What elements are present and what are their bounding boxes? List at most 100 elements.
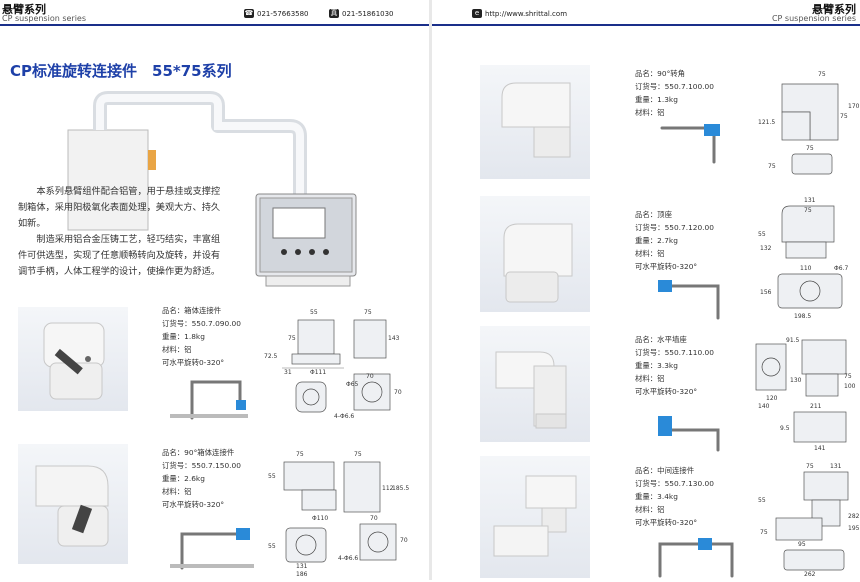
product-material: 材料：铝 — [162, 345, 192, 354]
product-photo-horizontal-wall-mount — [480, 326, 590, 442]
dim-label: 75 — [806, 145, 814, 152]
dim-label: 140 — [758, 403, 770, 410]
product-weight: 重量：3.4kg — [635, 492, 678, 501]
dim-label: 55 — [758, 231, 766, 238]
header-subtitle: CP suspension series — [771, 14, 856, 23]
fax-contact: 真 021-51861030 — [329, 9, 394, 18]
dim-label: 198.5 — [794, 313, 811, 320]
header-title: 悬臂系列 — [2, 3, 46, 16]
technical-drawing-middle-connector: 131 75 55 282 195 75 95 262 — [754, 458, 860, 578]
globe-icon: e — [472, 9, 482, 18]
website-contact: e http://www.shrittal.com — [472, 9, 567, 18]
dim-label: 95 — [798, 541, 806, 548]
dim-label: 186 — [296, 571, 308, 578]
dim-label: 75 — [354, 451, 362, 458]
dim-label: 100 — [844, 383, 856, 390]
product-order-number: 订货号：550.7.110.00 — [635, 348, 714, 357]
product-material: 材料：铝 — [635, 249, 665, 258]
dim-label: 70 — [366, 373, 374, 380]
dim-label: 75 — [806, 463, 814, 470]
dim-label: 185.5 — [392, 485, 409, 492]
usage-diagram-box-connector — [162, 370, 252, 420]
intro-paragraph-1: 本系列悬臂组件配合铝管，用于悬挂或支撑控制箱体，采用阳极氧化表面处理，美观大方、… — [18, 186, 221, 229]
product-order-number: 订货号：550.7.150.00 — [162, 461, 241, 470]
product-rotation: 可水平旋转0-320° — [635, 387, 698, 396]
header-rule — [0, 24, 430, 26]
usage-diagram-90-box-connector — [162, 520, 262, 570]
dim-label: 91.5 — [786, 337, 800, 344]
product-weight: 重量：2.7kg — [635, 236, 678, 245]
header-subtitle: CP suspension series — [2, 14, 87, 23]
dim-label: Φ65 — [346, 381, 359, 388]
dim-label: 75 — [804, 207, 812, 214]
product-name: 品名：顶座 — [635, 210, 672, 219]
dim-label: 75 — [288, 335, 296, 342]
header-rule — [432, 24, 860, 26]
product-name: 品名：90°箱体连接件 — [162, 448, 235, 457]
technical-drawing-horizontal-wall-mount: 91.5 120 140 75 100 130 211 141 9.5 — [744, 330, 858, 454]
dim-label: 211 — [810, 403, 822, 410]
dim-label: 195 — [848, 525, 860, 532]
dim-label: 70 — [370, 515, 378, 522]
dim-label: Φ111 — [310, 369, 326, 376]
dim-label: 75 — [768, 163, 776, 170]
page-gutter — [429, 0, 432, 580]
technical-drawing-90-corner: 75 170 121.5 75 75 75 — [754, 64, 860, 184]
dim-label: 75 — [296, 451, 304, 458]
dim-label: Φ110 — [312, 515, 328, 522]
fax-number: 021-51861030 — [342, 9, 394, 18]
hero-product-image — [60, 86, 370, 304]
intro-paragraph-2: 制造采用铝合金压铸工艺，轻巧结实，丰富组件可供选型，实现了任意顺畅转向及旋转，并… — [18, 234, 221, 277]
product-name: 品名：中间连接件 — [635, 466, 695, 475]
phone-number: 021-57663580 — [257, 9, 309, 18]
dim-label: 31 — [284, 369, 292, 376]
dim-label: 75 — [364, 309, 372, 316]
product-name: 品名：水平墙座 — [635, 335, 687, 344]
dim-label: 55 — [268, 473, 276, 480]
page-title: CP标准旋转连接件 55*75系列 — [10, 62, 232, 80]
header-title: 悬臂系列 — [812, 3, 856, 16]
product-name: 品名：箱体连接件 — [162, 306, 222, 315]
product-material: 材料：铝 — [635, 505, 665, 514]
dim-label: 120 — [766, 395, 778, 402]
dim-label: 130 — [790, 377, 802, 384]
dim-label: 110 — [800, 265, 812, 272]
product-photo-box-connector — [18, 307, 128, 411]
dim-label: 143 — [388, 335, 400, 342]
technical-drawing-box-connector: 55 75 143 75 72.5 31 Φ111 Φ65 70 70 4-Φ6… — [262, 306, 424, 420]
product-name: 品名：90°转角 — [635, 69, 686, 78]
product-weight: 重量：3.3kg — [635, 361, 678, 370]
dim-label: 262 — [804, 571, 816, 578]
product-rotation: 可水平旋转0-320° — [635, 518, 698, 527]
left-page: 悬臂系列 CP suspension series ☎ 021-57663580… — [0, 0, 430, 580]
fax-icon: 真 — [329, 9, 339, 18]
usage-diagram-horizontal-wall-mount — [654, 408, 742, 452]
product-rotation: 可水平旋转0-320° — [162, 358, 225, 367]
usage-diagram-top-base — [654, 276, 742, 320]
dim-label: 75 — [818, 71, 826, 78]
product-order-number: 订货号：550.7.130.00 — [635, 479, 714, 488]
product-weight: 重量：1.3kg — [635, 95, 678, 104]
product-photo-90-corner — [480, 65, 590, 179]
dim-label: 156 — [760, 289, 772, 296]
product-spec-middle-connector: 品名：中间连接件 订货号：550.7.130.00 重量：3.4kg 材料：铝 … — [635, 464, 714, 529]
usage-diagram-90-corner — [654, 124, 742, 164]
product-spec-top-base: 品名：顶座 订货号：550.7.120.00 重量：2.7kg 材料：铝 可水平… — [635, 208, 714, 273]
product-order-number: 订货号：550.7.090.00 — [162, 319, 241, 328]
product-weight: 重量：1.8kg — [162, 332, 205, 341]
dim-label: 55 — [310, 309, 318, 316]
dim-label: 75 — [840, 113, 848, 120]
dim-label: 9.5 — [780, 425, 790, 432]
dim-label: 4-Φ6.6 — [338, 555, 358, 562]
dim-label: 75 — [760, 529, 768, 536]
dim-label: 55 — [758, 497, 766, 504]
phone-contact: ☎ 021-57663580 — [244, 9, 309, 18]
website-url: http://www.shrittal.com — [485, 9, 568, 18]
product-photo-90-box-connector — [18, 444, 128, 564]
dim-label: 75 — [844, 373, 852, 380]
technical-drawing-90-box-connector: 75 55 75 112 185.5 Φ110 70 70 4-Φ6.6 131… — [262, 448, 424, 578]
dim-label: 131 — [804, 197, 816, 204]
product-spec-90-box-connector: 品名：90°箱体连接件 订货号：550.7.150.00 重量：2.6kg 材料… — [162, 446, 241, 511]
product-photo-middle-connector — [480, 456, 590, 578]
product-weight: 重量：2.6kg — [162, 474, 205, 483]
